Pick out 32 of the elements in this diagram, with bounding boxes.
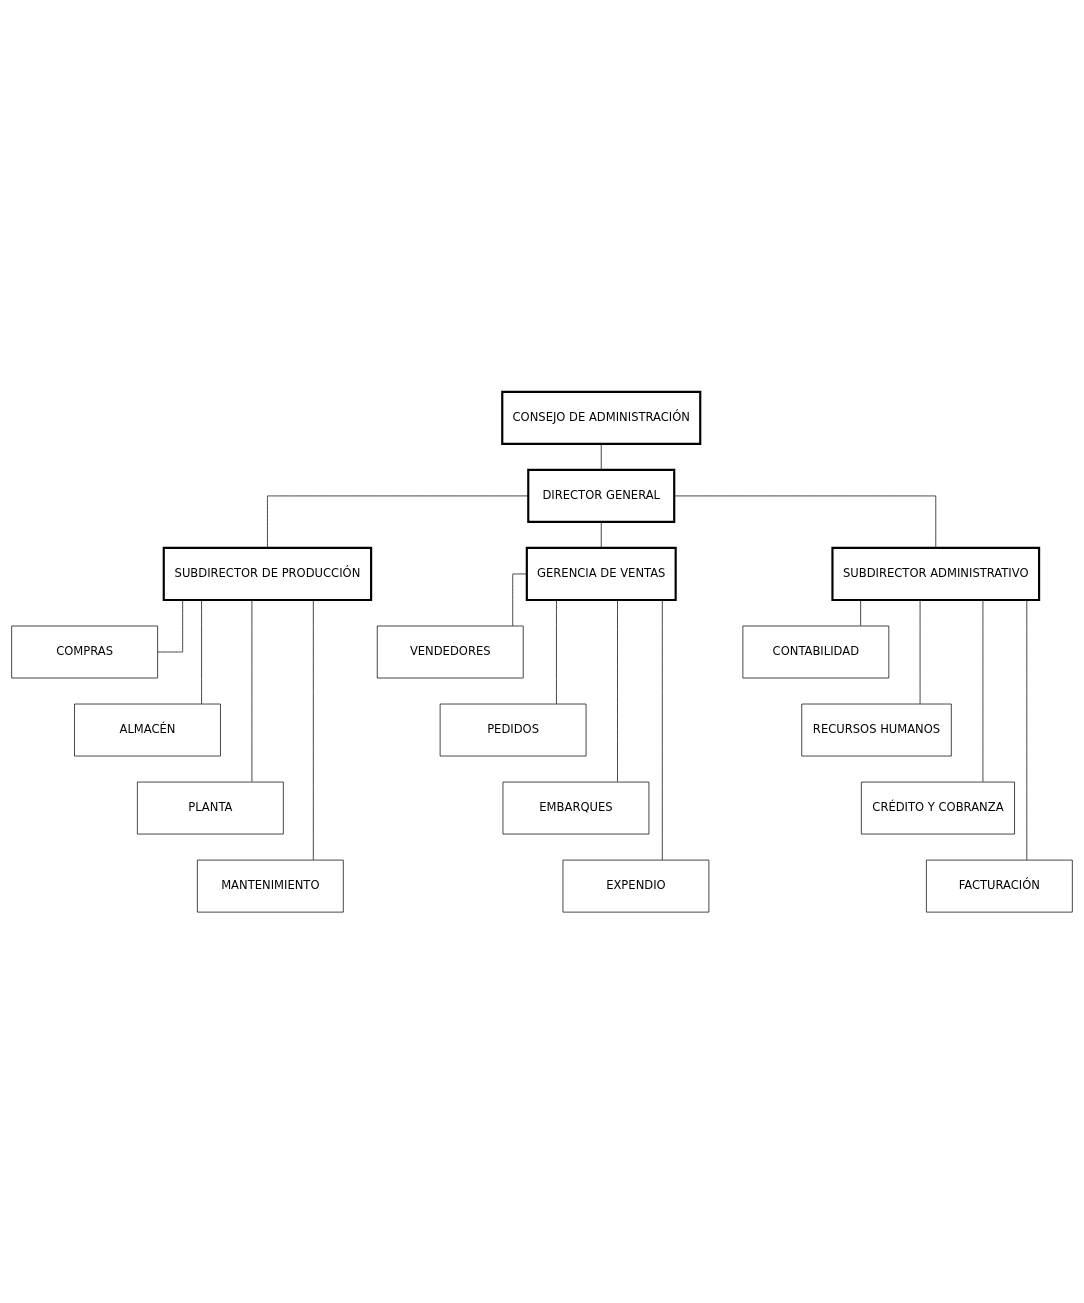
- node-box: COMPRAS: [11, 625, 158, 678]
- node-box: EMBARQUES: [502, 781, 650, 834]
- connector: [919, 599, 921, 704]
- node-box: GERENCIA DE VENTAS: [525, 546, 677, 601]
- connector: [673, 495, 937, 548]
- connector: [661, 599, 663, 860]
- node-box: CONSEJO DE ADMINISTRACIÓN: [501, 390, 702, 445]
- connector: [267, 495, 529, 548]
- node-box: EXPENDIO: [562, 859, 710, 912]
- node-box: SUBDIRECTOR ADMINISTRATIVO: [831, 546, 1041, 601]
- node-box: PEDIDOS: [439, 703, 587, 756]
- connector: [556, 599, 557, 704]
- connector: [982, 599, 984, 782]
- node-box: ALMACÉN: [74, 703, 221, 756]
- connector: [600, 521, 602, 548]
- connector: [312, 599, 314, 860]
- node-box: PLANTA: [137, 781, 284, 834]
- connector: [157, 599, 184, 652]
- node-box: CRÉDITO Y COBRANZA: [861, 781, 1015, 834]
- node-box: CONTABILIDAD: [742, 625, 890, 678]
- connector: [600, 443, 602, 470]
- connector: [1026, 599, 1028, 860]
- connector: [251, 599, 253, 782]
- node-box: MANTENIMIENTO: [197, 859, 344, 912]
- connector: [617, 599, 618, 782]
- node-box: FACTURACIÓN: [926, 859, 1073, 912]
- connector: [860, 599, 861, 626]
- node-box: RECURSOS HUMANOS: [801, 703, 952, 756]
- connector: [201, 599, 202, 704]
- node-box: DIRECTOR GENERAL: [527, 468, 676, 523]
- node-box: SUBDIRECTOR DE PRODUCCIÓN: [162, 546, 373, 601]
- node-box: VENDEDORES: [376, 625, 524, 678]
